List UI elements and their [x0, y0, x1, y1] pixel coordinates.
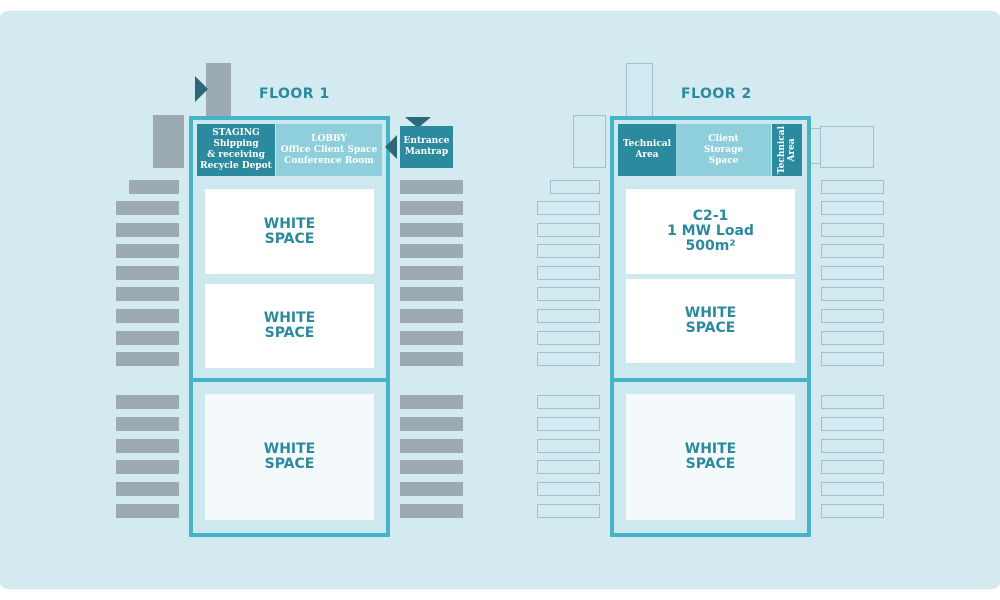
floor-2-white-space: WHITE SPACE	[626, 279, 795, 363]
equipment-rack	[821, 287, 884, 301]
floor-1-divider	[189, 378, 390, 382]
floor-1-arrow-icon	[195, 76, 208, 102]
equipment-rack	[116, 482, 179, 496]
equipment-rack	[116, 460, 179, 474]
floor-2-side-block	[573, 115, 606, 168]
floor-2-white-space: WHITE SPACE	[626, 394, 795, 520]
equipment-rack	[116, 439, 179, 453]
equipment-rack	[537, 482, 600, 496]
equipment-rack	[400, 201, 463, 215]
entrance-mantrap-room: Entrance Mantrap	[400, 126, 453, 168]
equipment-rack	[400, 180, 463, 194]
equipment-rack	[400, 244, 463, 258]
equipment-rack	[537, 201, 600, 215]
equipment-rack	[821, 180, 884, 194]
equipment-rack	[550, 180, 600, 194]
equipment-rack	[129, 180, 179, 194]
equipment-rack	[537, 309, 600, 323]
equipment-rack	[400, 223, 463, 237]
floor-1-lobby-room: LOBBY Office Client Space Conference Roo…	[276, 124, 382, 176]
floor-2-right-block	[820, 126, 874, 168]
entrance-arrow-down-icon	[405, 117, 431, 128]
equipment-rack	[821, 331, 884, 345]
equipment-rack	[821, 223, 884, 237]
equipment-rack	[821, 395, 884, 409]
equipment-rack	[400, 287, 463, 301]
equipment-rack	[400, 352, 463, 366]
floor-2-suite-c2-1: C2-1 1 MW Load 500m²	[626, 189, 795, 274]
equipment-rack	[537, 352, 600, 366]
floor-2-divider	[610, 378, 811, 382]
equipment-rack	[400, 504, 463, 518]
floor-1-white-space: WHITE SPACE	[205, 284, 374, 368]
equipment-rack	[400, 331, 463, 345]
equipment-rack	[400, 266, 463, 280]
equipment-rack	[537, 331, 600, 345]
equipment-rack	[400, 395, 463, 409]
equipment-rack	[116, 331, 179, 345]
equipment-rack	[116, 266, 179, 280]
floor-1-title: FLOOR 1	[259, 86, 330, 102]
equipment-rack	[537, 439, 600, 453]
equipment-rack	[116, 223, 179, 237]
floor-1-side-block	[153, 115, 184, 168]
equipment-rack	[821, 460, 884, 474]
equipment-rack	[821, 309, 884, 323]
floor-1-white-space: WHITE SPACE	[205, 394, 374, 520]
equipment-rack	[537, 287, 600, 301]
equipment-rack	[400, 482, 463, 496]
floor-1-white-space: WHITE SPACE	[205, 189, 374, 274]
floor-1-generator-block	[206, 63, 231, 117]
equipment-rack	[821, 352, 884, 366]
equipment-rack	[821, 439, 884, 453]
equipment-rack	[116, 287, 179, 301]
equipment-rack	[116, 244, 179, 258]
equipment-rack	[821, 482, 884, 496]
entrance-arrow-left-icon	[385, 135, 397, 159]
equipment-rack	[116, 309, 179, 323]
equipment-rack	[821, 266, 884, 280]
floor-2-technical-area-left: Technical Area	[618, 124, 676, 176]
equipment-rack	[116, 201, 179, 215]
equipment-rack	[821, 504, 884, 518]
equipment-rack	[821, 201, 884, 215]
equipment-rack	[400, 417, 463, 431]
equipment-rack	[116, 504, 179, 518]
equipment-rack	[537, 417, 600, 431]
equipment-rack	[821, 417, 884, 431]
floor-2-roof-block	[626, 63, 653, 118]
equipment-rack	[400, 460, 463, 474]
equipment-rack	[537, 460, 600, 474]
equipment-rack	[821, 244, 884, 258]
floor-2-title: FLOOR 2	[681, 86, 752, 102]
equipment-rack	[537, 223, 600, 237]
equipment-rack	[116, 395, 179, 409]
equipment-rack	[116, 417, 179, 431]
equipment-rack	[400, 309, 463, 323]
floor-1-staging-room: STAGING Shipping & receiving Recycle Dep…	[197, 124, 275, 176]
floor-2-client-storage-room: Client Storage Space	[676, 124, 771, 176]
equipment-rack	[537, 395, 600, 409]
equipment-rack	[537, 266, 600, 280]
equipment-rack	[116, 352, 179, 366]
equipment-rack	[537, 504, 600, 518]
equipment-rack	[537, 244, 600, 258]
equipment-rack	[400, 439, 463, 453]
